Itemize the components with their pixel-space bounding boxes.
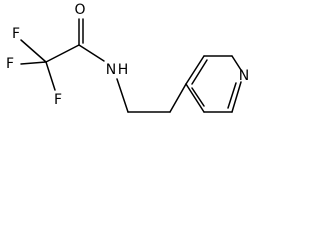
atom-h-amide: H	[118, 62, 129, 78]
bond-nitrogen-ch2	[116, 78, 129, 113]
ring-bond-1	[185, 55, 205, 85]
ring-bond-6	[185, 83, 205, 113]
atom-o: O	[74, 2, 85, 18]
ring-bond-4	[231, 81, 242, 113]
ring-bond-6-inner	[191, 87, 205, 107]
bond-ch2-ring	[169, 83, 187, 113]
bond-carbonyl-nitrogen	[78, 44, 105, 62]
chemical-structure: F F F O N H N	[6, 2, 249, 113]
ring-bond-4-inner	[227, 82, 237, 109]
atom-f-left: F	[6, 56, 14, 72]
atom-f-top: F	[12, 26, 20, 42]
bond-cf3-carbonyl	[45, 44, 80, 63]
atom-n-ring: N	[239, 68, 249, 84]
ring-bond-1-inner	[191, 59, 208, 85]
bond-c-f-left	[20, 61, 47, 65]
ring-bond-3	[231, 55, 242, 71]
atom-f-bottom: F	[54, 92, 62, 108]
bond-c-f-bottom	[45, 61, 56, 91]
bond-c-f-top	[20, 39, 47, 63]
atom-n-amide: N	[106, 62, 116, 78]
